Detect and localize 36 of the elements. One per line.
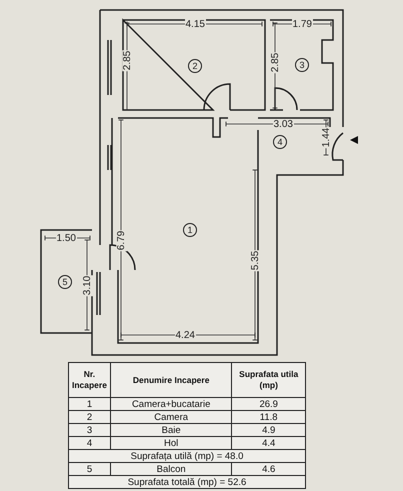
table-cell: Baie (110, 424, 232, 436)
room-number: 2 (188, 59, 202, 73)
table-cell: 2 (68, 410, 110, 424)
table-cell: Balcon (110, 462, 232, 476)
table-cell: 11.8 (232, 410, 306, 424)
room-number: 1 (183, 223, 197, 237)
column-header: Denumire Incapere (110, 362, 232, 398)
dimension-value: 4.15 (184, 18, 206, 30)
dimension-value: 6.79 (116, 229, 127, 251)
table-cell: 4 (68, 436, 110, 450)
table-cell: Camera (110, 410, 232, 424)
table-cell: Hol (110, 436, 232, 450)
dimension-value: 2.85 (270, 51, 281, 73)
dimension-value: 2.85 (122, 49, 133, 71)
room-number: 4 (273, 135, 287, 149)
table-cell: 4.9 (232, 424, 306, 436)
dimension-value: 3.03 (272, 118, 294, 130)
total-row: Suprafața utilă (mp) = 48.0 (68, 450, 306, 462)
dimension-value: 1.50 (56, 232, 77, 244)
table-cell: 26.9 (232, 398, 306, 410)
table-cell: 1 (68, 398, 110, 410)
dimension-value: 5.35 (250, 249, 261, 271)
table-cell: 5 (68, 462, 110, 476)
dimension-value: 3.10 (82, 274, 93, 296)
room-number: 3 (295, 58, 309, 72)
table-cell: 4.4 (232, 436, 306, 450)
dimension-value: 4.24 (174, 330, 196, 340)
dimension-value: 1.79 (292, 18, 313, 30)
dimension-value: 1.44 (320, 126, 332, 148)
total-row: Suprafata totală (mp) = 52.6 (68, 476, 306, 488)
column-header: Nr. Incapere (68, 362, 110, 398)
table-cell: 3 (68, 424, 110, 436)
column-header: Suprafata utila (mp) (232, 362, 306, 398)
room-number: 5 (58, 275, 72, 289)
table-cell: Camera+bucatarie (110, 398, 232, 410)
table-cell: 4.6 (232, 462, 306, 476)
